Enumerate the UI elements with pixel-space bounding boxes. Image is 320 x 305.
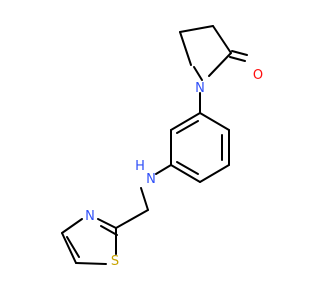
carbonyl-oxygen-label: O bbox=[253, 68, 263, 83]
bond bbox=[100, 225, 118, 236]
bond bbox=[140, 187, 149, 211]
bond bbox=[212, 25, 232, 54]
bond bbox=[208, 52, 232, 77]
amine-nitrogen-label: N bbox=[146, 172, 156, 187]
thiazole-nitrogen-label: N bbox=[85, 209, 95, 224]
atom-labels: O N H N N S bbox=[85, 68, 263, 269]
bond bbox=[231, 50, 248, 56]
bond bbox=[61, 232, 77, 264]
bond bbox=[176, 120, 199, 134]
structure-canvas: O N H N N S bbox=[61, 25, 263, 269]
lactam-nitrogen-label: N bbox=[195, 81, 205, 96]
bond bbox=[170, 164, 201, 183]
bond-lines bbox=[61, 25, 248, 265]
bond bbox=[66, 236, 80, 258]
bond bbox=[155, 164, 172, 175]
bond bbox=[61, 218, 83, 234]
thiazole-sulfur-label: S bbox=[111, 254, 119, 269]
bond bbox=[229, 56, 246, 62]
bond bbox=[199, 112, 230, 131]
bond bbox=[97, 218, 117, 229]
bond bbox=[179, 25, 214, 33]
bond bbox=[75, 262, 107, 265]
amine-hydrogen-label: H bbox=[135, 159, 145, 174]
bond bbox=[176, 161, 199, 175]
bond bbox=[193, 66, 203, 81]
bond bbox=[115, 209, 149, 229]
bond bbox=[170, 112, 201, 131]
bond bbox=[179, 31, 192, 66]
bond bbox=[199, 164, 230, 183]
molecule-structure: O N H N N S bbox=[61, 25, 263, 269]
